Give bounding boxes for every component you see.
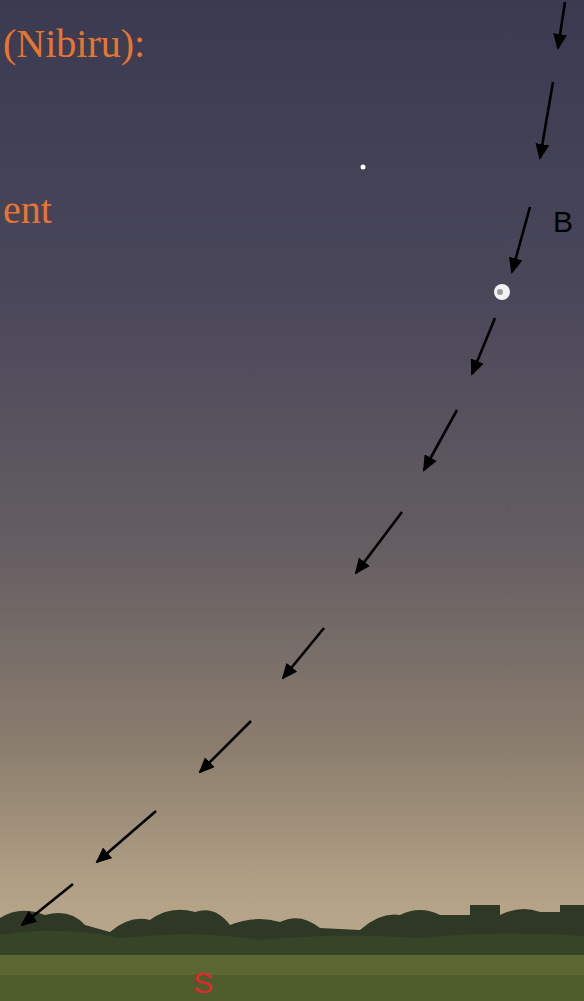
path-arrow <box>512 207 530 272</box>
path-arrow <box>540 82 553 158</box>
path-arrow <box>200 721 251 772</box>
point-label: B <box>553 207 573 237</box>
path-arrow <box>472 318 495 374</box>
planet-disc <box>494 284 510 300</box>
path-arrows <box>22 2 565 925</box>
ground <box>0 955 584 1001</box>
path-arrow <box>558 2 565 48</box>
title-fragment: ent <box>3 190 52 230</box>
path-arrow <box>356 512 402 573</box>
title-fragment: (Nibiru): <box>3 24 145 64</box>
star-dot <box>361 165 366 170</box>
planet-detail <box>497 289 503 295</box>
compass-label: S <box>193 968 213 998</box>
path-arrow <box>424 410 457 470</box>
path-arrow <box>283 628 324 678</box>
path-arrow <box>22 884 73 925</box>
ground-near <box>0 975 584 1001</box>
path-arrow <box>97 811 156 862</box>
